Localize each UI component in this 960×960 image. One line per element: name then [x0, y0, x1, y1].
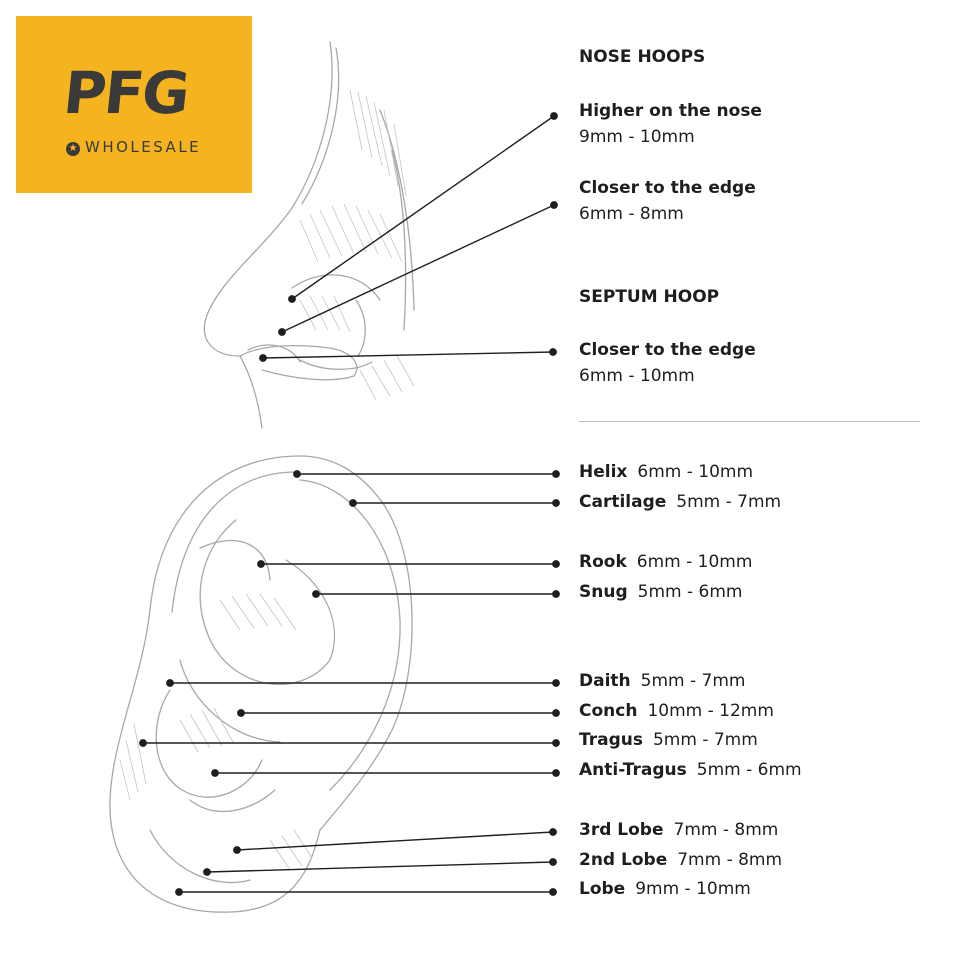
leader-lines [139, 112, 560, 896]
nose-shading [299, 89, 415, 401]
ear-piercing-size: 10mm - 12mm [647, 701, 774, 721]
ear-row-2nd-lobe: 2nd Lobe 7mm - 8mm [579, 850, 782, 870]
ear-piercing-name: Tragus [579, 730, 643, 750]
ear-sketch [109, 455, 413, 913]
ear-piercing-size: 7mm - 8mm [677, 850, 783, 870]
higher-nose-range: 9mm - 10mm [579, 127, 695, 147]
ear-piercing-name: Anti-Tragus [579, 760, 687, 780]
section-divider [579, 421, 920, 422]
ear-row-snug: Snug 5mm - 6mm [579, 582, 742, 602]
ear-row-lobe: Lobe 9mm - 10mm [579, 879, 751, 899]
ear-row-tragus: Tragus 5mm - 7mm [579, 730, 758, 750]
ear-piercing-size: 7mm - 8mm [673, 820, 779, 840]
septum-hoop-heading: SEPTUM HOOP [579, 287, 720, 307]
ear-piercing-size: 5mm - 7mm [652, 730, 758, 750]
ear-piercing-name: 3rd Lobe [579, 820, 664, 840]
ear-row-3rd-lobe: 3rd Lobe 7mm - 8mm [579, 820, 778, 840]
ear-piercing-size: 6mm - 10mm [636, 552, 753, 572]
ear-piercing-name: Lobe [579, 879, 626, 899]
nose-sketch [203, 41, 415, 429]
nose-edge-range: 6mm - 8mm [579, 204, 684, 224]
ear-row-conch: Conch 10mm - 12mm [579, 701, 774, 721]
ear-piercing-name: Conch [579, 701, 638, 721]
ear-row-daith: Daith 5mm - 7mm [579, 671, 745, 691]
ear-shading [119, 593, 313, 871]
septum-edge-range: 6mm - 10mm [579, 366, 695, 386]
ear-row-helix: Helix 6mm - 10mm [579, 462, 753, 482]
pfg-logo: PFG ★WHOLESALE [16, 16, 252, 193]
ear-piercing-size: 6mm - 10mm [637, 462, 754, 482]
ear-piercing-name: Cartilage [579, 492, 667, 512]
ear-row-cartilage: Cartilage 5mm - 7mm [579, 492, 781, 512]
ear-piercing-size: 9mm - 10mm [635, 879, 751, 899]
higher-nose-label: Higher on the nose [579, 101, 762, 121]
ear-piercing-size: 5mm - 6mm [637, 582, 743, 602]
star-icon: ★ [66, 142, 80, 156]
ear-piercing-name: Helix [579, 462, 628, 482]
septum-edge-label: Closer to the edge [579, 340, 756, 360]
ear-piercing-name: Snug [579, 582, 628, 602]
ear-row-rook: Rook 6mm - 10mm [579, 552, 752, 572]
ear-piercing-size: 5mm - 7mm [640, 671, 746, 691]
ear-row-anti-tragus: Anti-Tragus 5mm - 6mm [579, 760, 802, 780]
ear-piercing-size: 5mm - 6mm [696, 760, 802, 780]
logo-subtitle: ★ WHOLESALE [66, 138, 201, 156]
nose-hoops-heading: NOSE HOOPS [579, 47, 706, 67]
ear-piercing-name: Rook [579, 552, 627, 572]
logo-subtitle-text: WHOLESALE [85, 138, 202, 156]
ear-piercing-name: Daith [579, 671, 631, 691]
nose-edge-label: Closer to the edge [579, 178, 756, 198]
ear-piercing-size: 5mm - 7mm [676, 492, 782, 512]
ear-piercing-name: 2nd Lobe [579, 850, 668, 870]
